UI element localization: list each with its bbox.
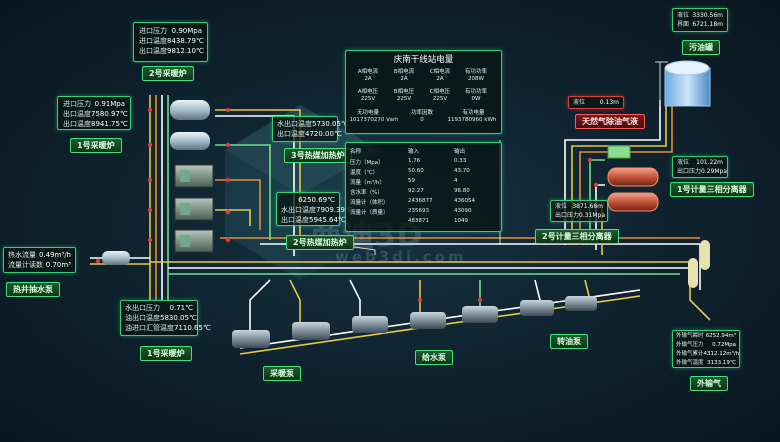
tag-oil-tank[interactable]: 污油罐	[682, 40, 720, 55]
hotwater-tank	[102, 251, 130, 265]
gas-vessels	[688, 240, 710, 288]
tag-transfer-pump[interactable]: 转油泵	[550, 334, 588, 349]
power-v0: 2A	[364, 76, 372, 82]
tag-furnace-3[interactable]: 3号热媒加热炉	[284, 148, 352, 163]
tag-feed-pump[interactable]: 给水泵	[415, 350, 453, 365]
table-cell: 4	[454, 178, 458, 184]
table-cell: 436054	[454, 198, 475, 204]
power-h3-0: 无功电量	[356, 110, 379, 116]
boilers	[170, 100, 210, 150]
watermark-url: web3di.com	[335, 248, 467, 266]
power-h0: A相电流	[357, 69, 379, 75]
table-cell: 92.27	[408, 188, 424, 194]
table-cell: 43090	[454, 208, 472, 214]
tag-hotwater-pump[interactable]: 热井抽水泵	[6, 282, 60, 297]
table-cell: 50.60	[408, 168, 424, 174]
panel-power-title: 庆南干线站电量	[393, 55, 454, 65]
tag-boiler-1-bottom[interactable]: 1号采暖炉	[140, 346, 192, 361]
power-h3-1: 功率因数	[410, 110, 433, 116]
table-cell: 1049	[454, 218, 468, 224]
power-h2-3: 有功功率	[464, 89, 487, 95]
table-cell: 流量计（体积）	[350, 200, 389, 206]
panel-measurement-table: 名称 输入 输出压力（Mpa） 1.76 0.33 温度（℃） 50.60 43.70 流量（m…	[345, 142, 502, 232]
table-cell: 235693	[408, 208, 429, 214]
power-v3-1: 0	[420, 117, 424, 123]
tag-boiler-2[interactable]: 2号采暖炉	[142, 66, 194, 81]
power-v1: 2A	[400, 76, 408, 82]
panel-power: 庆南干线站电量 A相电流 B相电流 C相电流 有功功率 2A 2A 2A 208…	[345, 50, 502, 134]
table-cell: 96.80	[454, 188, 470, 194]
table-cell: 含水率（%）	[350, 190, 383, 196]
power-h2-2: C相电压	[429, 89, 451, 95]
power-v2: 2A	[436, 76, 444, 82]
table-cell: 1.76	[408, 158, 421, 164]
power-v2-2: 225V	[432, 96, 448, 102]
table-cell: 流量（m³/h）	[350, 180, 385, 186]
heating-furnaces	[174, 164, 214, 253]
tag-furnace-2[interactable]: 2号热媒加热炉	[286, 235, 354, 250]
power-h3-2: 有功电量	[462, 110, 485, 116]
pump-row	[232, 296, 597, 348]
power-h3: 有功功率	[464, 69, 487, 75]
table-cell: 温度（℃）	[350, 170, 379, 176]
tag-heating-pump[interactable]: 采暖泵	[263, 366, 301, 381]
table-cell: 59	[408, 178, 415, 184]
power-v3-2: 1193780960 kWh	[447, 117, 497, 123]
table-header-cell: 输入	[408, 149, 420, 155]
table-cell: 43.70	[454, 168, 470, 174]
table-cell: 2436877	[408, 198, 433, 204]
three-phase-separators	[607, 145, 659, 212]
tag-boiler-1[interactable]: 1号采暖炉	[70, 138, 122, 153]
sewage-oil-tank	[655, 60, 711, 107]
table-header-cell: 名称	[350, 149, 362, 155]
power-v3-0: 1017370270 Varh	[349, 117, 399, 123]
tag-gas-separator[interactable]: 天然气除油气液	[575, 114, 645, 129]
table-cell: 流量计（质量）	[350, 210, 389, 216]
power-v3: 208W	[468, 76, 484, 82]
power-h1: B相电流	[393, 69, 415, 75]
tag-separator-2[interactable]: 2号计量三相分离器	[535, 229, 619, 244]
table-header-cell: 输出	[454, 149, 466, 155]
power-h2-0: A相电压	[357, 89, 379, 95]
power-v2-0: 225V	[360, 96, 376, 102]
power-h2-1: B相电压	[393, 89, 415, 95]
table-cell: 483871	[408, 218, 429, 224]
table-cell: 0.33	[454, 158, 467, 164]
tag-gas-export[interactable]: 外输气	[690, 376, 728, 391]
power-h2: C相电流	[429, 69, 451, 75]
tag-separator-1[interactable]: 1号计量三相分离器	[670, 182, 754, 197]
power-v2-1: 225V	[396, 96, 412, 102]
power-v2-3: 0W	[471, 96, 481, 102]
table-cell: 压力（Mpa）	[350, 160, 384, 166]
